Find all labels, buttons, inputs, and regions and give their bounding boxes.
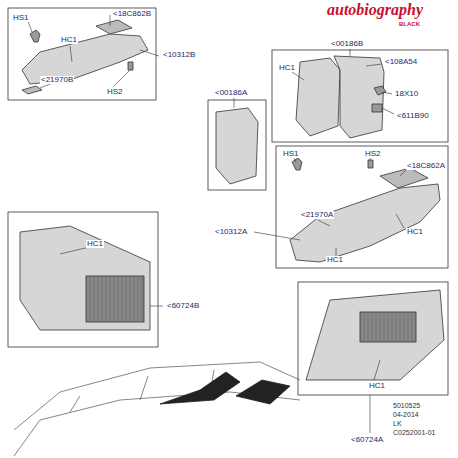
net-strand bbox=[142, 276, 143, 322]
cover bbox=[380, 168, 428, 188]
fixing-callout: HC1 bbox=[406, 228, 424, 236]
highlighted-panel bbox=[236, 380, 290, 404]
group-frame bbox=[276, 146, 448, 268]
group-frame bbox=[272, 50, 448, 142]
fixing-callout: 18X10 bbox=[394, 90, 419, 98]
brand-logo: autobiography bbox=[326, 2, 424, 18]
fixing-callout: HS2 bbox=[106, 88, 124, 96]
part-number: <60724A bbox=[350, 436, 384, 444]
vehicle-body bbox=[14, 392, 300, 456]
highlighted-panel bbox=[160, 372, 240, 404]
net-strand bbox=[392, 312, 393, 342]
fixing-callout: HC1 bbox=[368, 382, 386, 390]
part-number: <00186A bbox=[214, 89, 248, 97]
vehicle-roof bbox=[14, 362, 300, 430]
part-number: <21970A bbox=[300, 211, 334, 219]
fixing-callout: HS2 bbox=[364, 150, 382, 158]
screw bbox=[30, 30, 40, 42]
net-strand bbox=[396, 312, 397, 342]
pillar-trim bbox=[296, 58, 340, 136]
net-strand bbox=[106, 276, 107, 322]
vehicle-pillars bbox=[70, 370, 214, 412]
drawing-reference: 04-2014 bbox=[392, 411, 420, 418]
clip bbox=[128, 62, 133, 70]
pillar-trim bbox=[216, 108, 258, 184]
net-strand bbox=[412, 312, 413, 342]
part-number: <60724B bbox=[166, 302, 200, 310]
net-strand bbox=[364, 312, 365, 342]
clip bbox=[374, 86, 386, 95]
net-hatching bbox=[90, 276, 412, 342]
net-strand bbox=[94, 276, 95, 322]
fixing-callout: HC1 bbox=[278, 64, 296, 72]
clip bbox=[372, 104, 382, 112]
trim-panel bbox=[290, 184, 440, 262]
part-number: <10312A bbox=[214, 228, 248, 236]
net-strand bbox=[372, 312, 373, 342]
drawing-reference: 5010525 bbox=[392, 402, 421, 409]
net-strand bbox=[122, 276, 123, 322]
fixing-callout: HC1 bbox=[86, 240, 104, 248]
group-frame bbox=[208, 100, 266, 190]
fixing-callout: HS1 bbox=[12, 14, 30, 22]
net-strand bbox=[384, 312, 385, 342]
fixing-callout: HC1 bbox=[60, 36, 78, 44]
net-strand bbox=[404, 312, 405, 342]
net-strand bbox=[380, 312, 381, 342]
net-strand bbox=[368, 312, 369, 342]
fixing-callout: HC1 bbox=[326, 256, 344, 264]
net-strand bbox=[388, 312, 389, 342]
part-number: <18C862B bbox=[112, 10, 152, 18]
part-number: <108A54 bbox=[384, 58, 418, 66]
part-number: <21970B bbox=[40, 76, 74, 84]
fixing-callout: HS1 bbox=[282, 150, 300, 158]
side-panel bbox=[20, 226, 150, 330]
pillar-trim bbox=[334, 56, 384, 138]
brand-logo: BLACK bbox=[398, 21, 421, 27]
net-strand bbox=[126, 276, 127, 322]
net-strand bbox=[138, 276, 139, 322]
net-strand bbox=[376, 312, 377, 342]
trim-parts bbox=[20, 20, 444, 380]
net-strand bbox=[400, 312, 401, 342]
part-number: <10312B bbox=[162, 51, 196, 59]
storage-net bbox=[86, 276, 144, 322]
net-strand bbox=[90, 276, 91, 322]
vehicle-sketch bbox=[14, 362, 300, 456]
side-panel bbox=[306, 290, 444, 380]
screw bbox=[292, 158, 302, 170]
storage-net bbox=[360, 312, 416, 342]
part-number: <18C862A bbox=[406, 162, 446, 170]
part-number: <611B90 bbox=[396, 112, 430, 120]
net-strand bbox=[102, 276, 103, 322]
drawing-reference: LK bbox=[392, 420, 403, 427]
group-frame bbox=[8, 8, 156, 100]
part-number: <00186B bbox=[330, 40, 364, 48]
net-strand bbox=[98, 276, 99, 322]
leader-lines bbox=[28, 15, 406, 433]
net-strand bbox=[134, 276, 135, 322]
group-frame bbox=[298, 282, 448, 395]
net-strand bbox=[110, 276, 111, 322]
group-frames bbox=[8, 8, 448, 395]
drawing-reference: C0252001-01 bbox=[392, 429, 436, 436]
group-frame bbox=[8, 212, 158, 347]
clip bbox=[368, 160, 373, 168]
net-strand bbox=[114, 276, 115, 322]
net-strand bbox=[130, 276, 131, 322]
cover bbox=[96, 20, 132, 34]
trim-panel bbox=[22, 34, 148, 84]
clip bbox=[22, 86, 42, 94]
net-strand bbox=[118, 276, 119, 322]
net-strand bbox=[408, 312, 409, 342]
